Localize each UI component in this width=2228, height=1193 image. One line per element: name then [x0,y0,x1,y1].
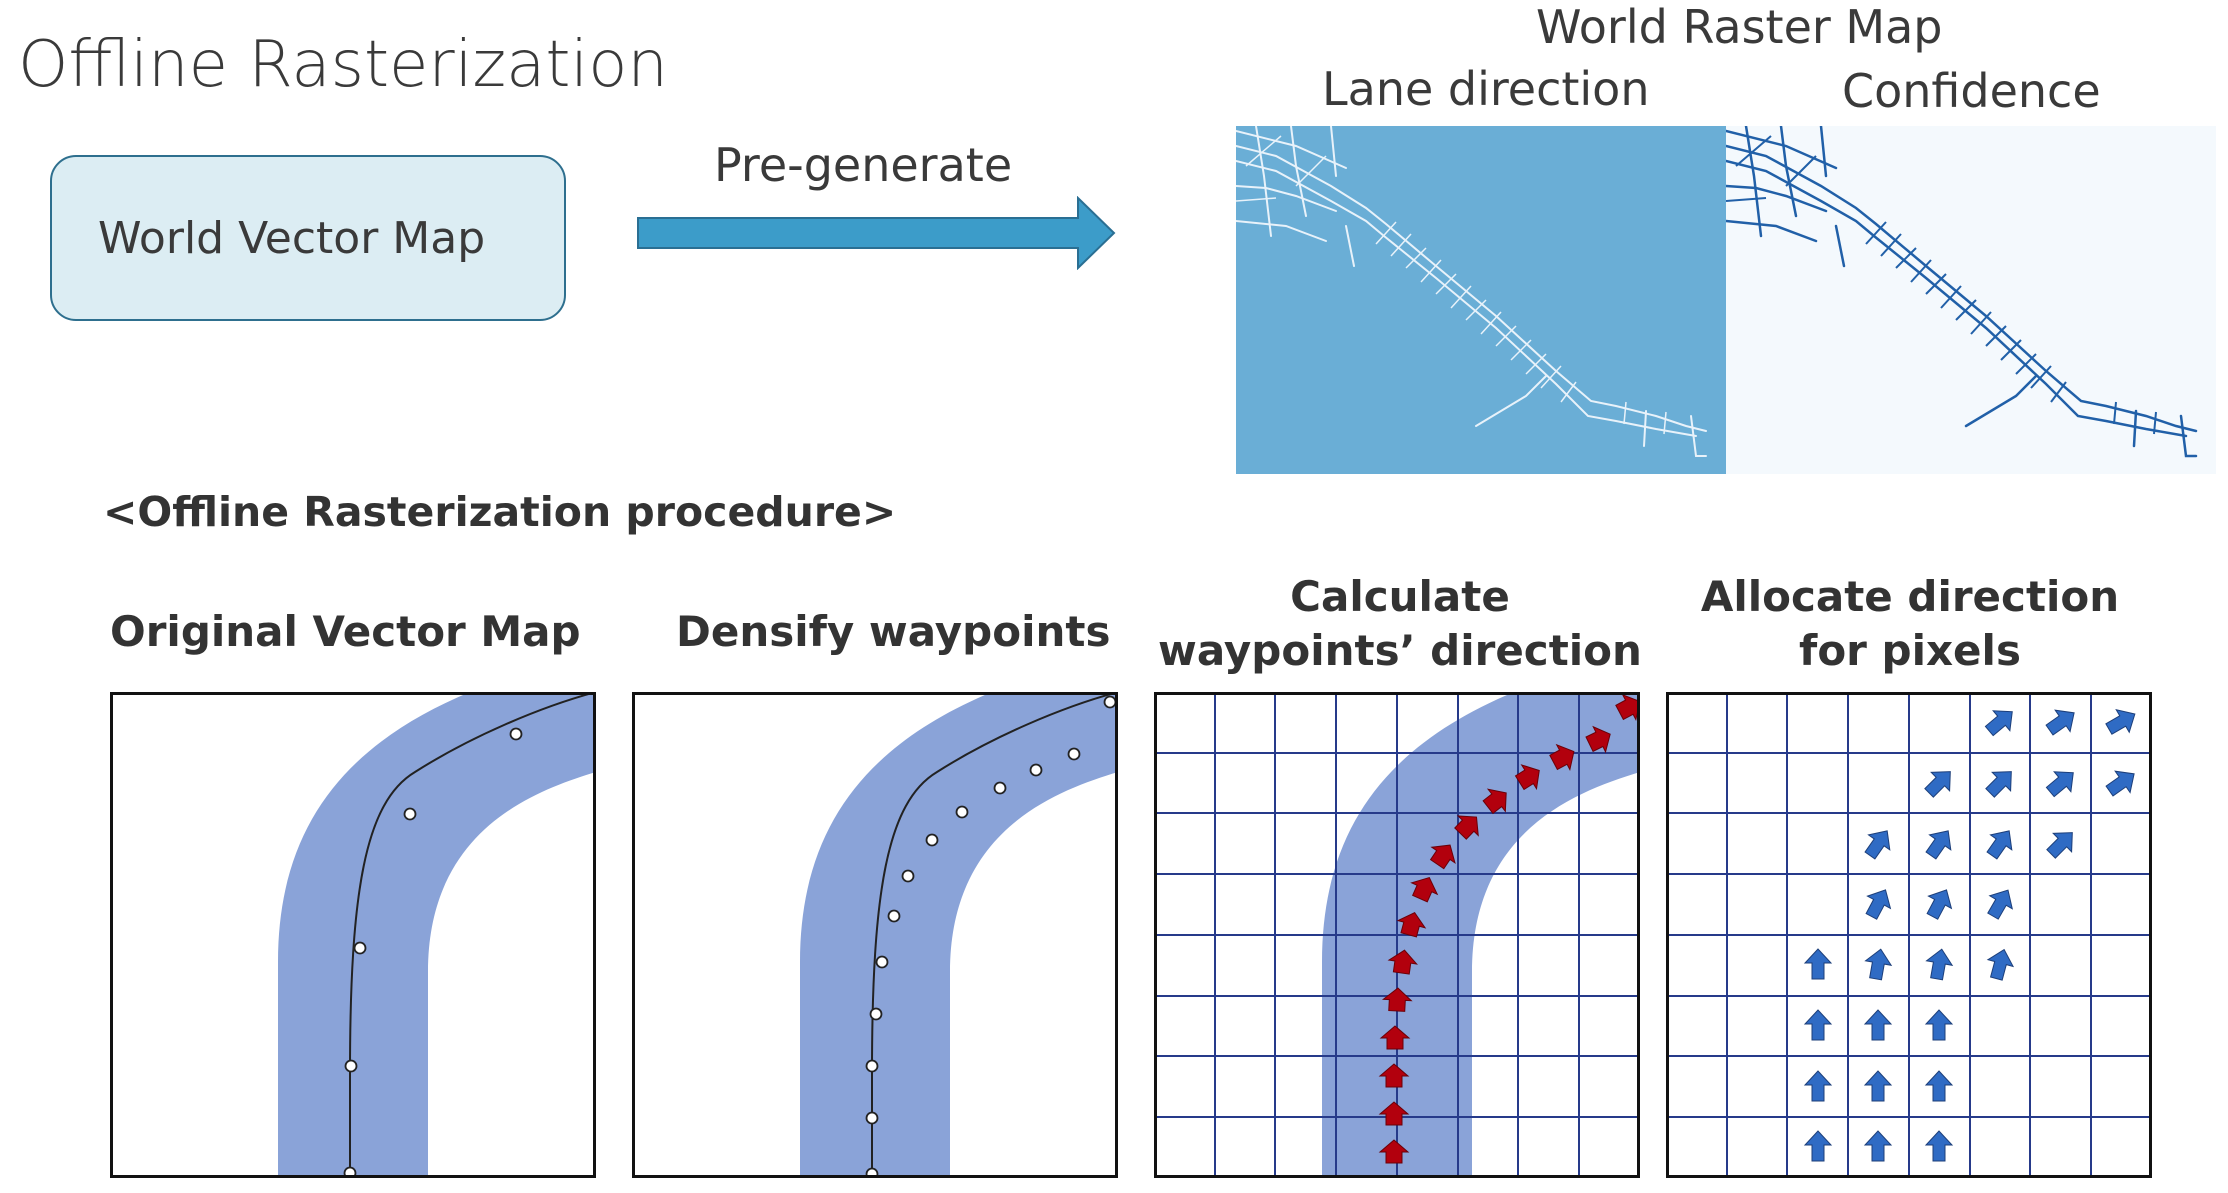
step-2-title: Densify waypoints [676,607,1111,656]
step-1-title: Original Vector Map [110,607,581,656]
original-vector-map-panel [110,692,596,1178]
step-4-title-line1: Allocate direction [1700,572,2120,621]
world-vector-map-label: World Vector Map [98,212,486,264]
step-4-title: Allocate direction for pixels [1660,570,2160,678]
lane-direction-title: Lane direction [1322,62,1650,116]
step-3-title: Calculate waypoints’ direction [1150,570,1650,678]
page-title: Offline Rasterization [18,28,668,102]
confidence-raster [1726,126,2216,474]
lane-direction-raster [1236,126,1726,474]
step-4-title-line2: for pixels [1799,626,2021,675]
pixel-arrows [1803,708,2136,1162]
step-3-title-line2: waypoints’ direction [1158,626,1642,675]
procedure-title: <Offline Rasterization procedure> [103,488,897,536]
step-3-title-line1: Calculate [1290,572,1510,621]
waypoint-arrows [1378,693,1640,1164]
confidence-title: Confidence [1842,64,2101,118]
densify-waypoints-panel [632,692,1118,1178]
world-vector-map-box: World Vector Map [50,155,566,321]
world-raster-map-title: World Raster Map [1536,0,1943,54]
pre-generate-arrow [637,196,1116,270]
pre-generate-label: Pre-generate [714,138,1013,192]
pixel-direction-panel [1666,692,2152,1178]
waypoint-direction-panel [1154,692,1640,1178]
